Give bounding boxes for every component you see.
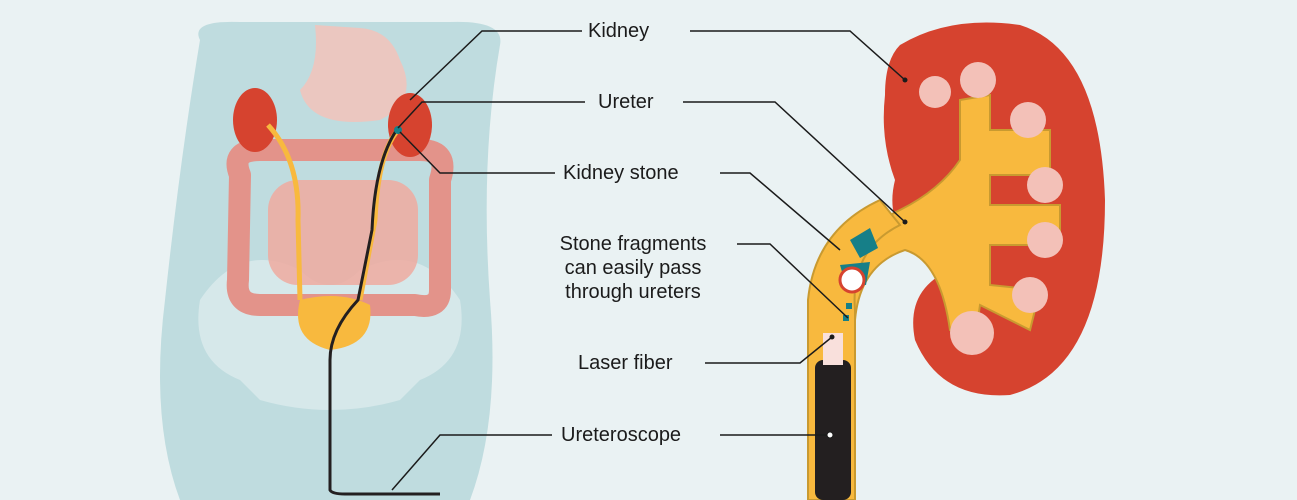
ureteroscope-body-path [328,127,440,496]
leader-dots [829,77,908,340]
leader-line-fragments [737,243,849,319]
label-kidney: Kidney [588,20,650,42]
ureteroscope-shaft [815,360,851,500]
papilla [960,62,996,98]
leader-dot [829,334,835,340]
laser-burst [838,266,866,294]
papilla [1027,167,1063,203]
label-fragments-line1: Stone fragments [559,233,707,255]
label-kidney-stone: Kidney stone [563,162,679,184]
leader-line-kidney-left [409,30,582,101]
kidney-cross-section [807,22,1105,500]
label-fragments-line2: can easily pass [564,257,702,279]
leader-line-ureter-right [683,101,906,223]
leader-line-laser-fiber [705,336,833,364]
leader-line-ureteroscope-left [391,434,552,491]
label-ureteroscope: Ureteroscope [561,424,682,446]
leader-line-stone-left [399,131,555,174]
bladder [298,296,371,350]
leader-line-ureter-left [397,101,585,129]
small-intestine [268,180,418,285]
label-laser-fiber: Laser fiber [578,352,673,374]
ureteroscope-dot [826,431,834,439]
leader-line-stone-right [720,172,841,251]
leader-lines [391,30,906,491]
label-stone-fragments: Stone fragments can easily pass through … [540,232,726,304]
body-illustration [160,21,501,500]
papillae [919,62,1063,355]
label-ureter: Ureter [598,91,654,113]
fragment [846,303,852,309]
stomach [300,25,407,122]
leader-dot [902,219,908,225]
leader-dot [902,77,908,83]
papilla [950,311,994,355]
label-fragments-line3: through ureters [565,281,701,303]
left-kidney [233,88,277,152]
fragment [843,315,849,321]
large-intestine [226,139,454,317]
papilla [919,76,951,108]
leader-line-kidney-right [690,30,906,81]
left-ureter [266,123,303,301]
right-kidney [388,93,432,157]
papilla [1012,277,1048,313]
kidney-stone [850,228,878,258]
papilla [1010,102,1046,138]
papilla [1027,222,1063,258]
